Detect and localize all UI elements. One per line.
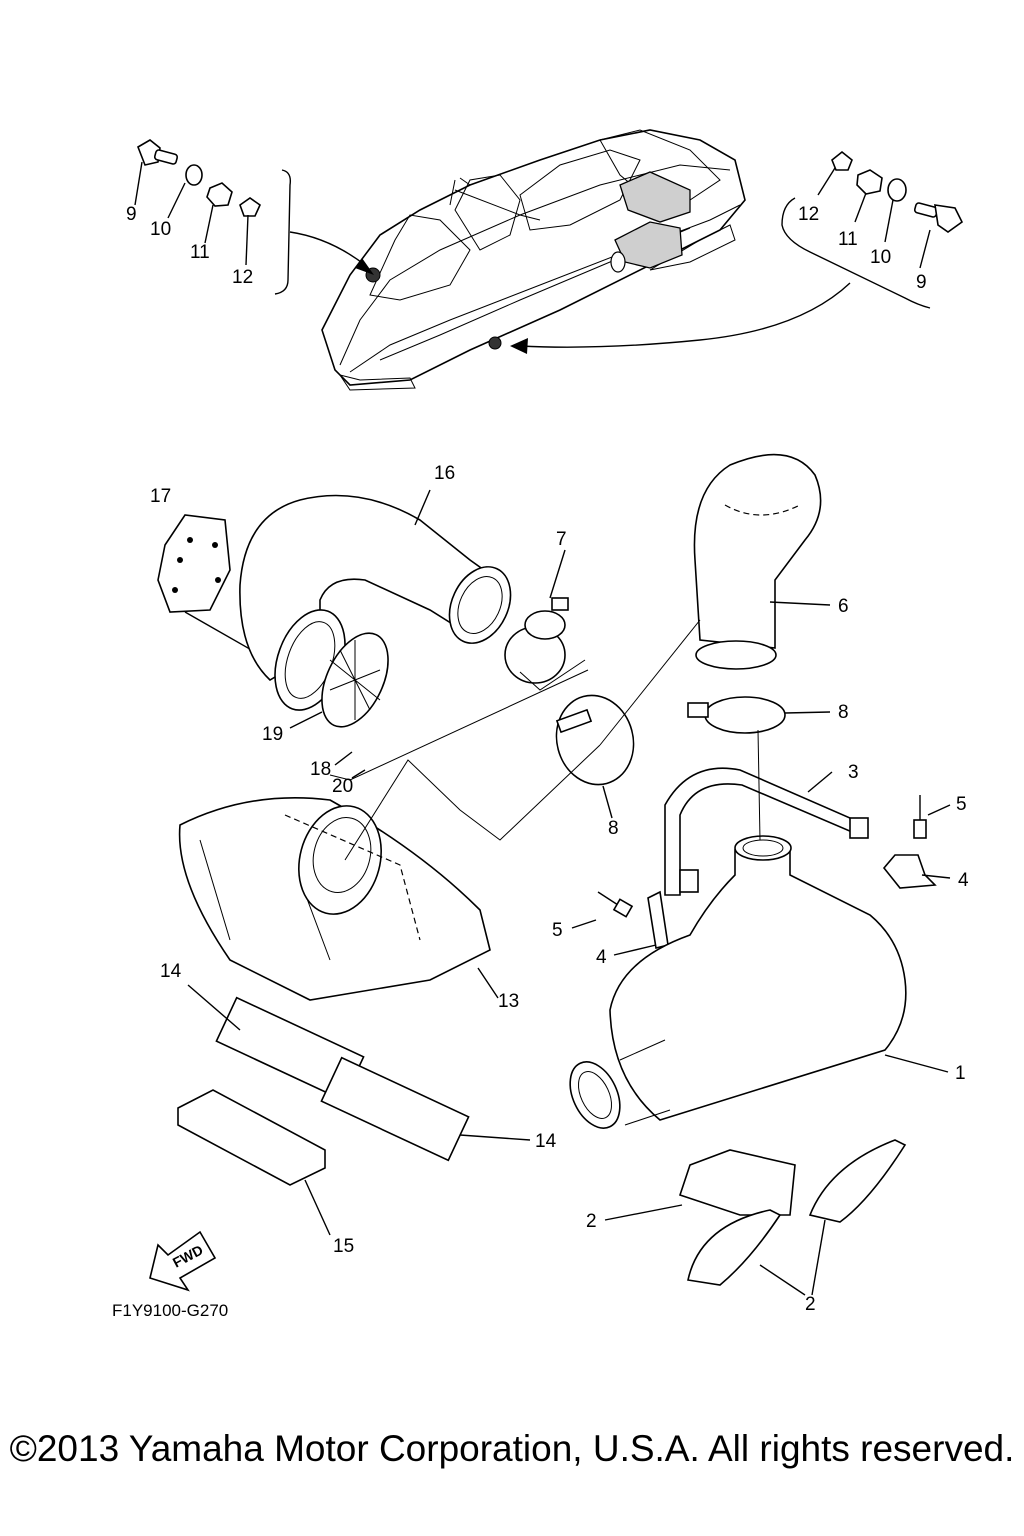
plug-bolt-right — [913, 202, 964, 233]
plug-bolt-left — [137, 139, 179, 166]
pad-2-left — [687, 1209, 782, 1286]
callout-14-upper: 14 — [160, 961, 182, 982]
callout-7: 7 — [556, 529, 567, 550]
drain-plug-marker-right — [488, 336, 502, 350]
callouts: 9 10 11 12 12 11 10 9 16 17 7 6 8 19 18 … — [126, 204, 969, 1315]
callout-12-left: 12 — [232, 267, 253, 288]
strap-3 — [664, 767, 869, 896]
callout-12-right: 12 — [798, 204, 819, 225]
foam-block-15 — [177, 1089, 326, 1186]
exhaust-pipe-6 — [693, 453, 822, 670]
leader-left-plug — [289, 231, 366, 266]
callout-3: 3 — [848, 762, 859, 783]
callout-10-left: 10 — [150, 219, 171, 240]
callout-5-left: 5 — [552, 920, 563, 941]
hose-clamp-8-left — [555, 694, 635, 786]
bracket-4-right — [882, 854, 937, 889]
callout-9-right: 9 — [916, 272, 927, 293]
nut-left — [206, 182, 233, 207]
pad-2-right — [808, 1139, 907, 1223]
hose-clamp-7 — [504, 597, 569, 684]
callout-10-right: 10 — [870, 247, 891, 268]
rivet-5-right — [913, 795, 927, 839]
callout-18: 18 — [310, 759, 331, 780]
water-box-1 — [569, 835, 907, 1129]
intake-cover-13 — [178, 796, 491, 1001]
exhaust-inside-hull — [610, 171, 691, 273]
callout-2-center: 2 — [586, 1211, 597, 1232]
rivet-5-left — [597, 891, 634, 918]
callout-9-left: 9 — [126, 204, 137, 225]
bracket-right — [781, 197, 931, 309]
flange-plate-17 — [157, 514, 231, 613]
mat-14-lower — [320, 1056, 470, 1162]
bracket-left — [274, 169, 292, 295]
leader-right-plug — [519, 282, 851, 348]
callout-4-left: 4 — [596, 947, 607, 968]
clip-right — [831, 150, 853, 171]
callout-6: 6 — [838, 596, 849, 617]
washer-left — [185, 164, 203, 186]
callout-20: 20 — [332, 776, 353, 797]
copyright-notice: ©2013 Yamaha Motor Corporation, U.S.A. A… — [9, 1428, 1015, 1469]
callout-15: 15 — [333, 1236, 354, 1257]
callout-8-left: 8 — [608, 818, 619, 839]
hose-clamp-8-right — [687, 696, 786, 734]
flame-arrestor-screen — [321, 632, 389, 728]
bracket-4-left — [647, 890, 669, 949]
clip-left — [239, 197, 262, 217]
pad-2-center — [678, 1149, 796, 1216]
fwd-arrow-icon: FWD — [149, 1230, 217, 1292]
callout-2-lower: 2 — [805, 1294, 816, 1315]
callout-17: 17 — [150, 486, 171, 507]
diagram-code: F1Y9100-G270 — [112, 1301, 228, 1320]
watercraft-hull — [321, 129, 746, 391]
callout-4-right: 4 — [958, 870, 969, 891]
callout-11-right: 11 — [838, 229, 858, 250]
callout-5-right: 5 — [956, 794, 967, 815]
callout-14-lower: 14 — [535, 1131, 557, 1152]
callout-11-left: 11 — [190, 242, 210, 263]
washer-right — [887, 178, 907, 202]
callout-16: 16 — [434, 463, 455, 484]
callout-19: 19 — [262, 724, 283, 745]
callout-1: 1 — [955, 1063, 966, 1084]
leader-lines — [134, 161, 951, 1296]
callout-8-right: 8 — [838, 702, 849, 723]
callout-13: 13 — [498, 991, 519, 1012]
nut-right — [856, 169, 883, 195]
assembly-path-lines — [329, 619, 761, 861]
